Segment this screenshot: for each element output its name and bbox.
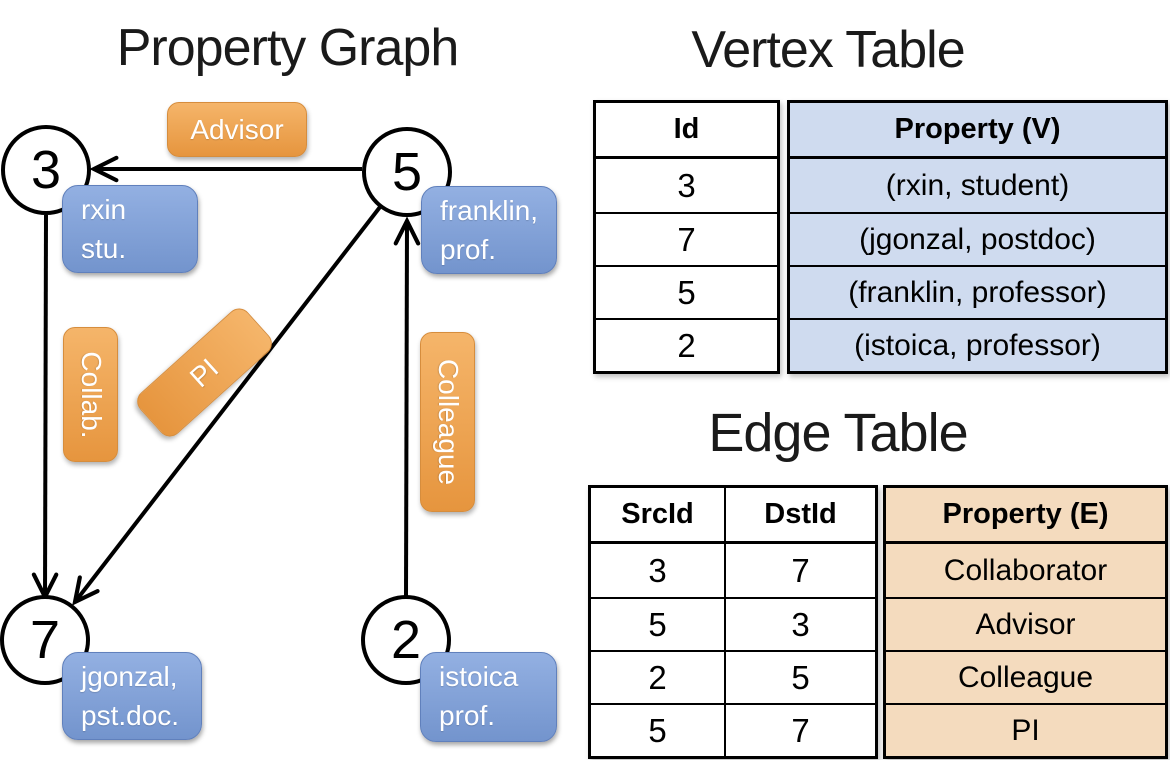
edge-table-property-column: Property (E) Collaborator Advisor Collea… — [883, 485, 1168, 759]
property-line: pst.doc. — [81, 700, 180, 731]
edge-label-colleague: Colleague — [420, 332, 475, 512]
edge-src-cell: 2 — [591, 650, 724, 703]
node-id-label: 7 — [29, 610, 61, 670]
edge-label-advisor: Advisor — [167, 102, 307, 157]
edge-property-cell: Colleague — [886, 650, 1165, 703]
edge-dst-cell: 7 — [724, 544, 875, 597]
vertex-id-cell: 5 — [596, 265, 777, 318]
property-graph-title: Property Graph — [116, 19, 460, 77]
node-property-box-istoica: istoica prof. — [420, 652, 557, 742]
edge-table-title: Edge Table — [708, 403, 968, 463]
edge-dst-cell: 7 — [724, 703, 875, 756]
property-line: jgonzal, — [81, 661, 178, 692]
node-property-box-jgonzal: jgonzal, pst.doc. — [62, 652, 202, 740]
edge-src-cell: 5 — [591, 597, 724, 650]
vertex-table-title: Vertex Table — [691, 21, 965, 79]
node-id-label: 3 — [30, 140, 62, 200]
vertex-property-cell: (franklin, professor) — [790, 265, 1165, 318]
edge-label-text: PI — [183, 351, 225, 393]
node-property-box-franklin: franklin, prof. — [421, 186, 557, 274]
vertex-id-cell: 2 — [596, 318, 777, 371]
node-property-box-rxin: rxin stu. — [62, 185, 198, 273]
edge-property-cell: Advisor — [886, 597, 1165, 650]
edge-label-text: Collab. — [75, 350, 107, 439]
property-line: prof. — [439, 700, 496, 731]
edge-property-header: Property (E) — [886, 488, 1165, 544]
property-line: istoica — [439, 661, 519, 692]
vertex-id-cell: 7 — [596, 212, 777, 265]
property-line: franklin, — [440, 195, 539, 226]
edge-dst-cell: 5 — [724, 650, 875, 703]
edge-line-collab-3-to-7 — [31, 214, 59, 602]
edge-src-cell: 5 — [591, 703, 724, 756]
edge-src-header: SrcId — [591, 488, 724, 544]
edge-property-cell: Collaborator — [886, 544, 1165, 597]
vertex-id-header: Id — [596, 103, 777, 159]
edge-property-cell: PI — [886, 703, 1165, 756]
property-line: rxin — [81, 194, 127, 225]
graph-node-2: 2 — [361, 595, 451, 685]
vertex-property-header: Property (V) — [790, 103, 1165, 159]
vertex-table-property-column: Property (V) (rxin, student) (jgonzal, p… — [787, 100, 1168, 374]
graph-edges-layer — [31, 155, 421, 606]
property-line: stu. — [81, 233, 127, 264]
edge-label-collab: Collab. — [63, 327, 118, 462]
edge-dst-header: DstId — [724, 488, 875, 544]
node-id-label: 5 — [391, 142, 423, 202]
edge-dst-cell: 3 — [724, 597, 875, 650]
edge-line-pi-5-to-7 — [72, 205, 382, 606]
vertex-property-cell: (istoica, professor) — [790, 318, 1165, 371]
edge-src-cell: 3 — [648, 551, 667, 589]
edge-line-colleague-2-to-5 — [393, 216, 421, 597]
vertex-id-cell: 3 — [677, 166, 696, 204]
vertex-table-id-column: Id 3 7 5 2 — [593, 100, 780, 374]
vertex-property-cell: (jgonzal, postdoc) — [790, 212, 1165, 265]
vertex-property-cell: (rxin, student) — [790, 159, 1165, 212]
edge-table-srcdst-columns: SrcId DstId 3 7 5 3 2 5 5 7 — [588, 485, 878, 759]
property-line: prof. — [440, 234, 497, 265]
edge-label-text: Colleague — [432, 358, 464, 486]
node-id-label: 2 — [390, 610, 422, 670]
edge-label-text: Advisor — [190, 113, 284, 145]
graph-node-5: 5 — [362, 127, 452, 217]
